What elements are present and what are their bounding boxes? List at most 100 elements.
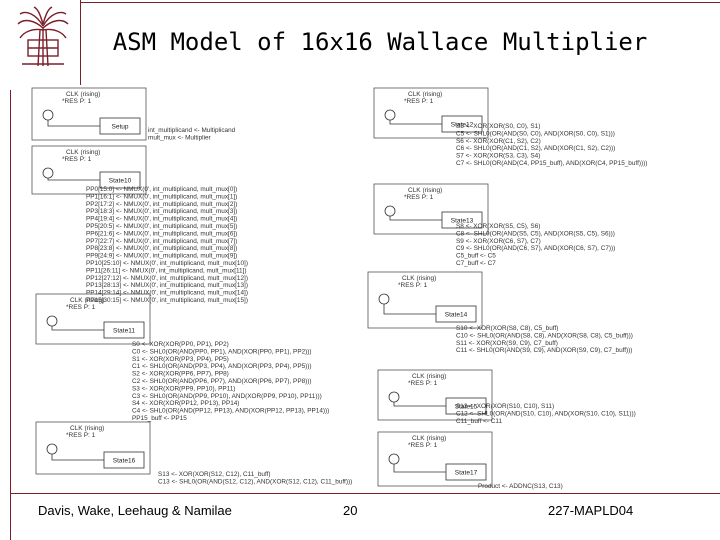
transition-line: [51, 326, 104, 331]
footer-reference: 227-MAPLD04: [548, 503, 634, 518]
action-line: PP4[19:4] <- NMUX(0', int_multiplicand, …: [86, 216, 237, 223]
clock-label: CLK (rising): [412, 435, 446, 442]
action-line: C3 <- SHL0(OR(AND(PP9, PP10), AND(XOR(PP…: [132, 393, 322, 400]
initial-state-icon: [388, 453, 400, 465]
transition-line: [51, 454, 104, 461]
action-line: S8 <- XOR(XOR(S5, C5), S6): [456, 223, 540, 230]
action-line: PP7[22:7] <- NMUX(0', int_multiplicand, …: [86, 238, 237, 245]
initial-state-icon: [46, 443, 58, 455]
action-line: PP6[21:6] <- NMUX(0', int_multiplicand, …: [86, 230, 237, 237]
transition-line: [393, 402, 446, 407]
action-line: S0 <- XOR(XOR(PP0, PP1), PP2): [132, 341, 229, 348]
state-box: [99, 117, 141, 135]
action-line: PP3[18:3] <- NMUX(0', int_multiplicand, …: [86, 208, 237, 215]
state-actions: S12 <- XOR(XOR(S10, C10), S11)C12 <- SHL…: [456, 403, 636, 425]
action-line: PP5[20:5] <- NMUX(0', int_multiplicand, …: [86, 223, 237, 230]
transition-line: [393, 464, 446, 473]
action-line: C13 <- SHL0(OR(AND(S12, C12), AND(XOR(S1…: [158, 478, 352, 485]
reset-label: *RES P: 1: [408, 442, 438, 449]
initial-state-icon: [378, 293, 390, 305]
initial-state-icon: [42, 109, 54, 121]
action-line: PP2[17:2] <- NMUX(0', int_multiplicand, …: [86, 201, 237, 208]
state-name: State16: [113, 458, 136, 465]
state-box: [99, 171, 141, 189]
action-line: C7 <- SHL0(OR(AND(C4, PP15_buff), AND(XO…: [456, 160, 647, 167]
state-box: [445, 397, 487, 415]
action-line: C12 <- SHL0(OR(AND(S10, C10), AND(XOR(S1…: [456, 410, 636, 417]
state-name: State13: [451, 218, 474, 225]
clock-label: CLK (rising): [70, 425, 104, 432]
action-line: mult_mux <- Multiplier: [148, 134, 212, 141]
action-line: PP10[25:10] <- NMUX(0', int_multiplicand…: [86, 260, 248, 267]
frame-line: [10, 90, 11, 540]
slide-title: ASM Model of 16x16 Wallace Multiplier: [112, 28, 648, 56]
state-actions: int_multiplicand <- Multiplicandmult_mux…: [148, 127, 236, 141]
slide-number: 20: [343, 503, 358, 518]
state-actions: Product <- ADDNC(S13, C13): [478, 483, 563, 490]
action-line: S10 <- XOR(XOR(S8, C8), C5_buff): [456, 325, 558, 332]
state-box: [435, 305, 477, 323]
state-border: [31, 145, 147, 195]
reset-label: *RES P: 1: [62, 98, 92, 105]
action-line: PP1[16:1] <- NMUX(0', int_multiplicand, …: [86, 193, 237, 200]
action-line: S2 <- XOR(XOR(PP6, PP7), PP8): [132, 371, 229, 378]
state-border: [31, 87, 147, 141]
action-line: S9 <- XOR(XOR(C6, S7), C7): [456, 238, 541, 245]
action-line: C9 <- SHL0(OR(AND(C6, S7), AND(XOR(C6, S…: [456, 245, 615, 252]
action-line: C10 <- SHL0(OR(AND(S8, C8), AND(XOR(S8, …: [456, 332, 633, 339]
frame-line: [10, 493, 720, 494]
university-seal-icon: [17, 6, 69, 67]
clock-label: CLK (rising): [66, 149, 100, 156]
clock-label: CLK (rising): [408, 187, 442, 194]
state-name: State11: [113, 328, 135, 335]
state-name: State15: [455, 404, 478, 411]
state-actions: S13 <- XOR(XOR(S12, C12), C11_buff)C13 <…: [158, 471, 352, 485]
reset-label: *RES P: 1: [66, 432, 96, 439]
clock-label: CLK (rising): [70, 297, 104, 304]
transition-line: [47, 178, 100, 181]
transition-line: [389, 120, 442, 125]
action-line: PP0[15:0] <- NMUX(0', int_multiplicand, …: [86, 186, 237, 193]
state-box: [445, 463, 487, 481]
initial-state-icon: [384, 205, 396, 217]
reset-label: *RES P: 1: [404, 98, 434, 105]
action-line: PP14[29:14] <- NMUX(0', int_multiplicand…: [86, 290, 248, 297]
state-actions: S10 <- XOR(XOR(S8, C8), C5_buff)C10 <- S…: [456, 325, 633, 354]
action-line: PP12[27:12] <- NMUX(0', int_multiplicand…: [86, 275, 248, 282]
action-line: S1 <- XOR(XOR(PP3, PP4), PP5): [132, 356, 229, 363]
action-line: C4 <- SHL0(OR(AND(PP12, PP13), AND(XOR(P…: [132, 408, 329, 415]
state-box: [441, 115, 483, 133]
action-line: C8 <- SHL0(OR(AND(S5, C5), AND(XOR(S5, C…: [456, 230, 615, 237]
reset-label: *RES P: 1: [408, 380, 438, 387]
initial-state-icon: [388, 391, 400, 403]
clock-label: CLK (rising): [412, 373, 446, 380]
action-line: S4 <- XOR(XOR(PP12, PP13), PP14): [132, 400, 239, 407]
state-box: [103, 321, 145, 339]
state-actions: S5 <- XOR(XOR(S0, C0), S1)C5 <- SHL0(OR(…: [456, 123, 647, 167]
action-line: S11 <- XOR(XOR(S9, C9), C7_buff): [456, 340, 558, 347]
state-box: [103, 451, 145, 469]
state-border: [377, 431, 493, 487]
state-actions: PP0[15:0] <- NMUX(0', int_multiplicand, …: [86, 186, 248, 304]
state-name: State17: [455, 470, 478, 477]
action-line: PP15[30:15] <- NMUX(0', int_multiplicand…: [86, 297, 248, 304]
state-actions: S0 <- XOR(XOR(PP0, PP1), PP2)C0 <- SHL0(…: [132, 341, 329, 422]
action-line: S7 <- XOR(XOR(S3, C3), S4): [456, 153, 540, 160]
action-line: C2 <- SHL0(OR(AND(PP6, PP7), AND(XOR(PP6…: [132, 378, 312, 385]
action-line: C11_buff <- C11: [456, 418, 502, 425]
transition-line: [389, 216, 442, 221]
state-actions: S8 <- XOR(XOR(S5, C5), S6)C8 <- SHL0(OR(…: [456, 223, 615, 267]
action-line: PP11[26:11] <- NMUX(0', int_multiplicand…: [86, 267, 247, 274]
state-border: [377, 369, 493, 421]
clock-label: CLK (rising): [402, 275, 436, 282]
reset-label: *RES P: 1: [404, 194, 434, 201]
initial-state-icon: [384, 109, 396, 121]
state-border: [373, 183, 489, 235]
initial-state-icon: [46, 315, 58, 327]
